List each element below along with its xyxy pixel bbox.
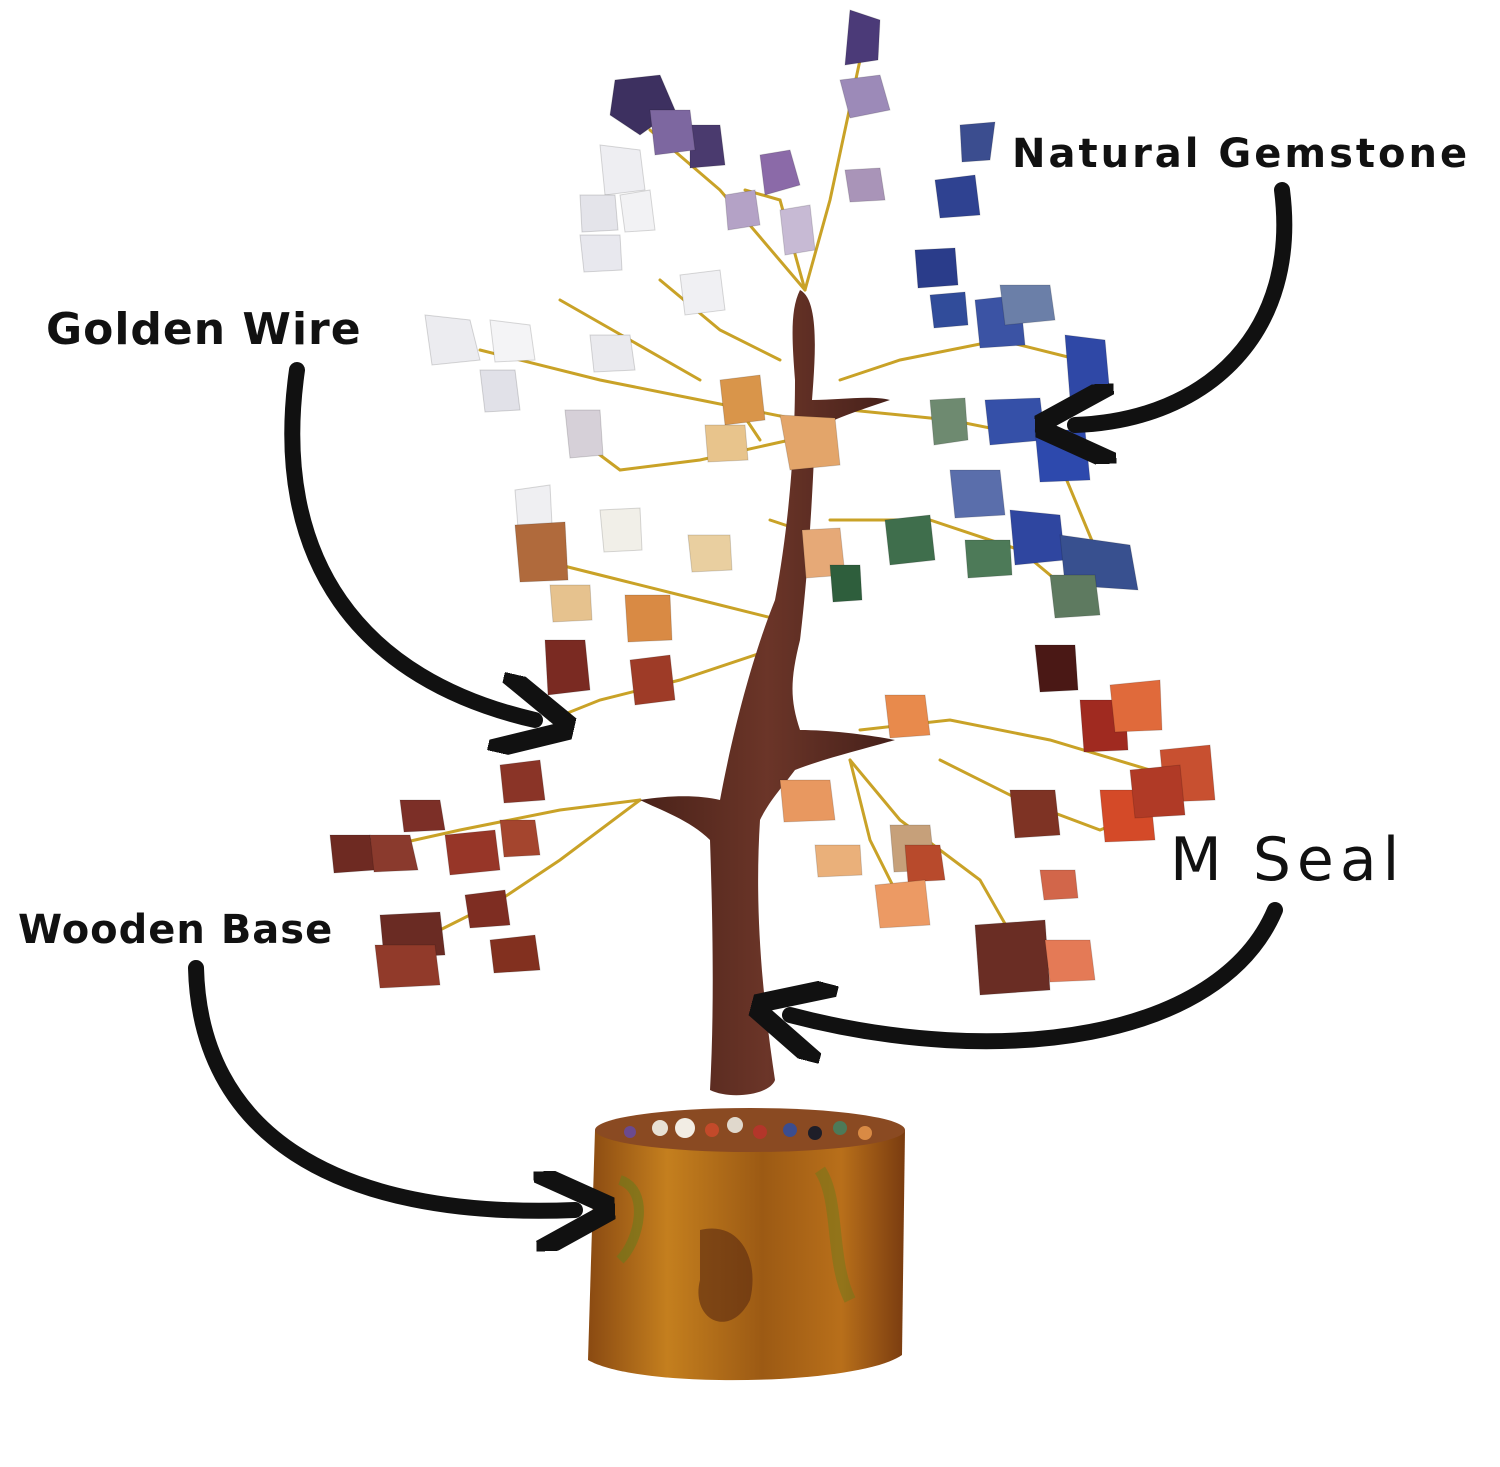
wooden-base <box>588 1108 905 1381</box>
arrow-golden-wire <box>284 362 535 720</box>
arrow-wooden-base <box>188 960 575 1211</box>
label-golden-wire: Golden Wire <box>46 304 362 355</box>
label-wooden-base: Wooden Base <box>18 907 334 953</box>
m-seal-trunk <box>640 290 895 1096</box>
label-m-seal: M Seal <box>1170 825 1406 895</box>
gemstone-chips-on-base <box>624 1117 872 1140</box>
arrow-m-seal <box>790 902 1283 1041</box>
arrow-natural-gemstone <box>1075 182 1293 425</box>
annotation-arrows <box>188 182 1293 1211</box>
label-natural-gemstone: Natural Gemstone <box>1012 131 1471 177</box>
